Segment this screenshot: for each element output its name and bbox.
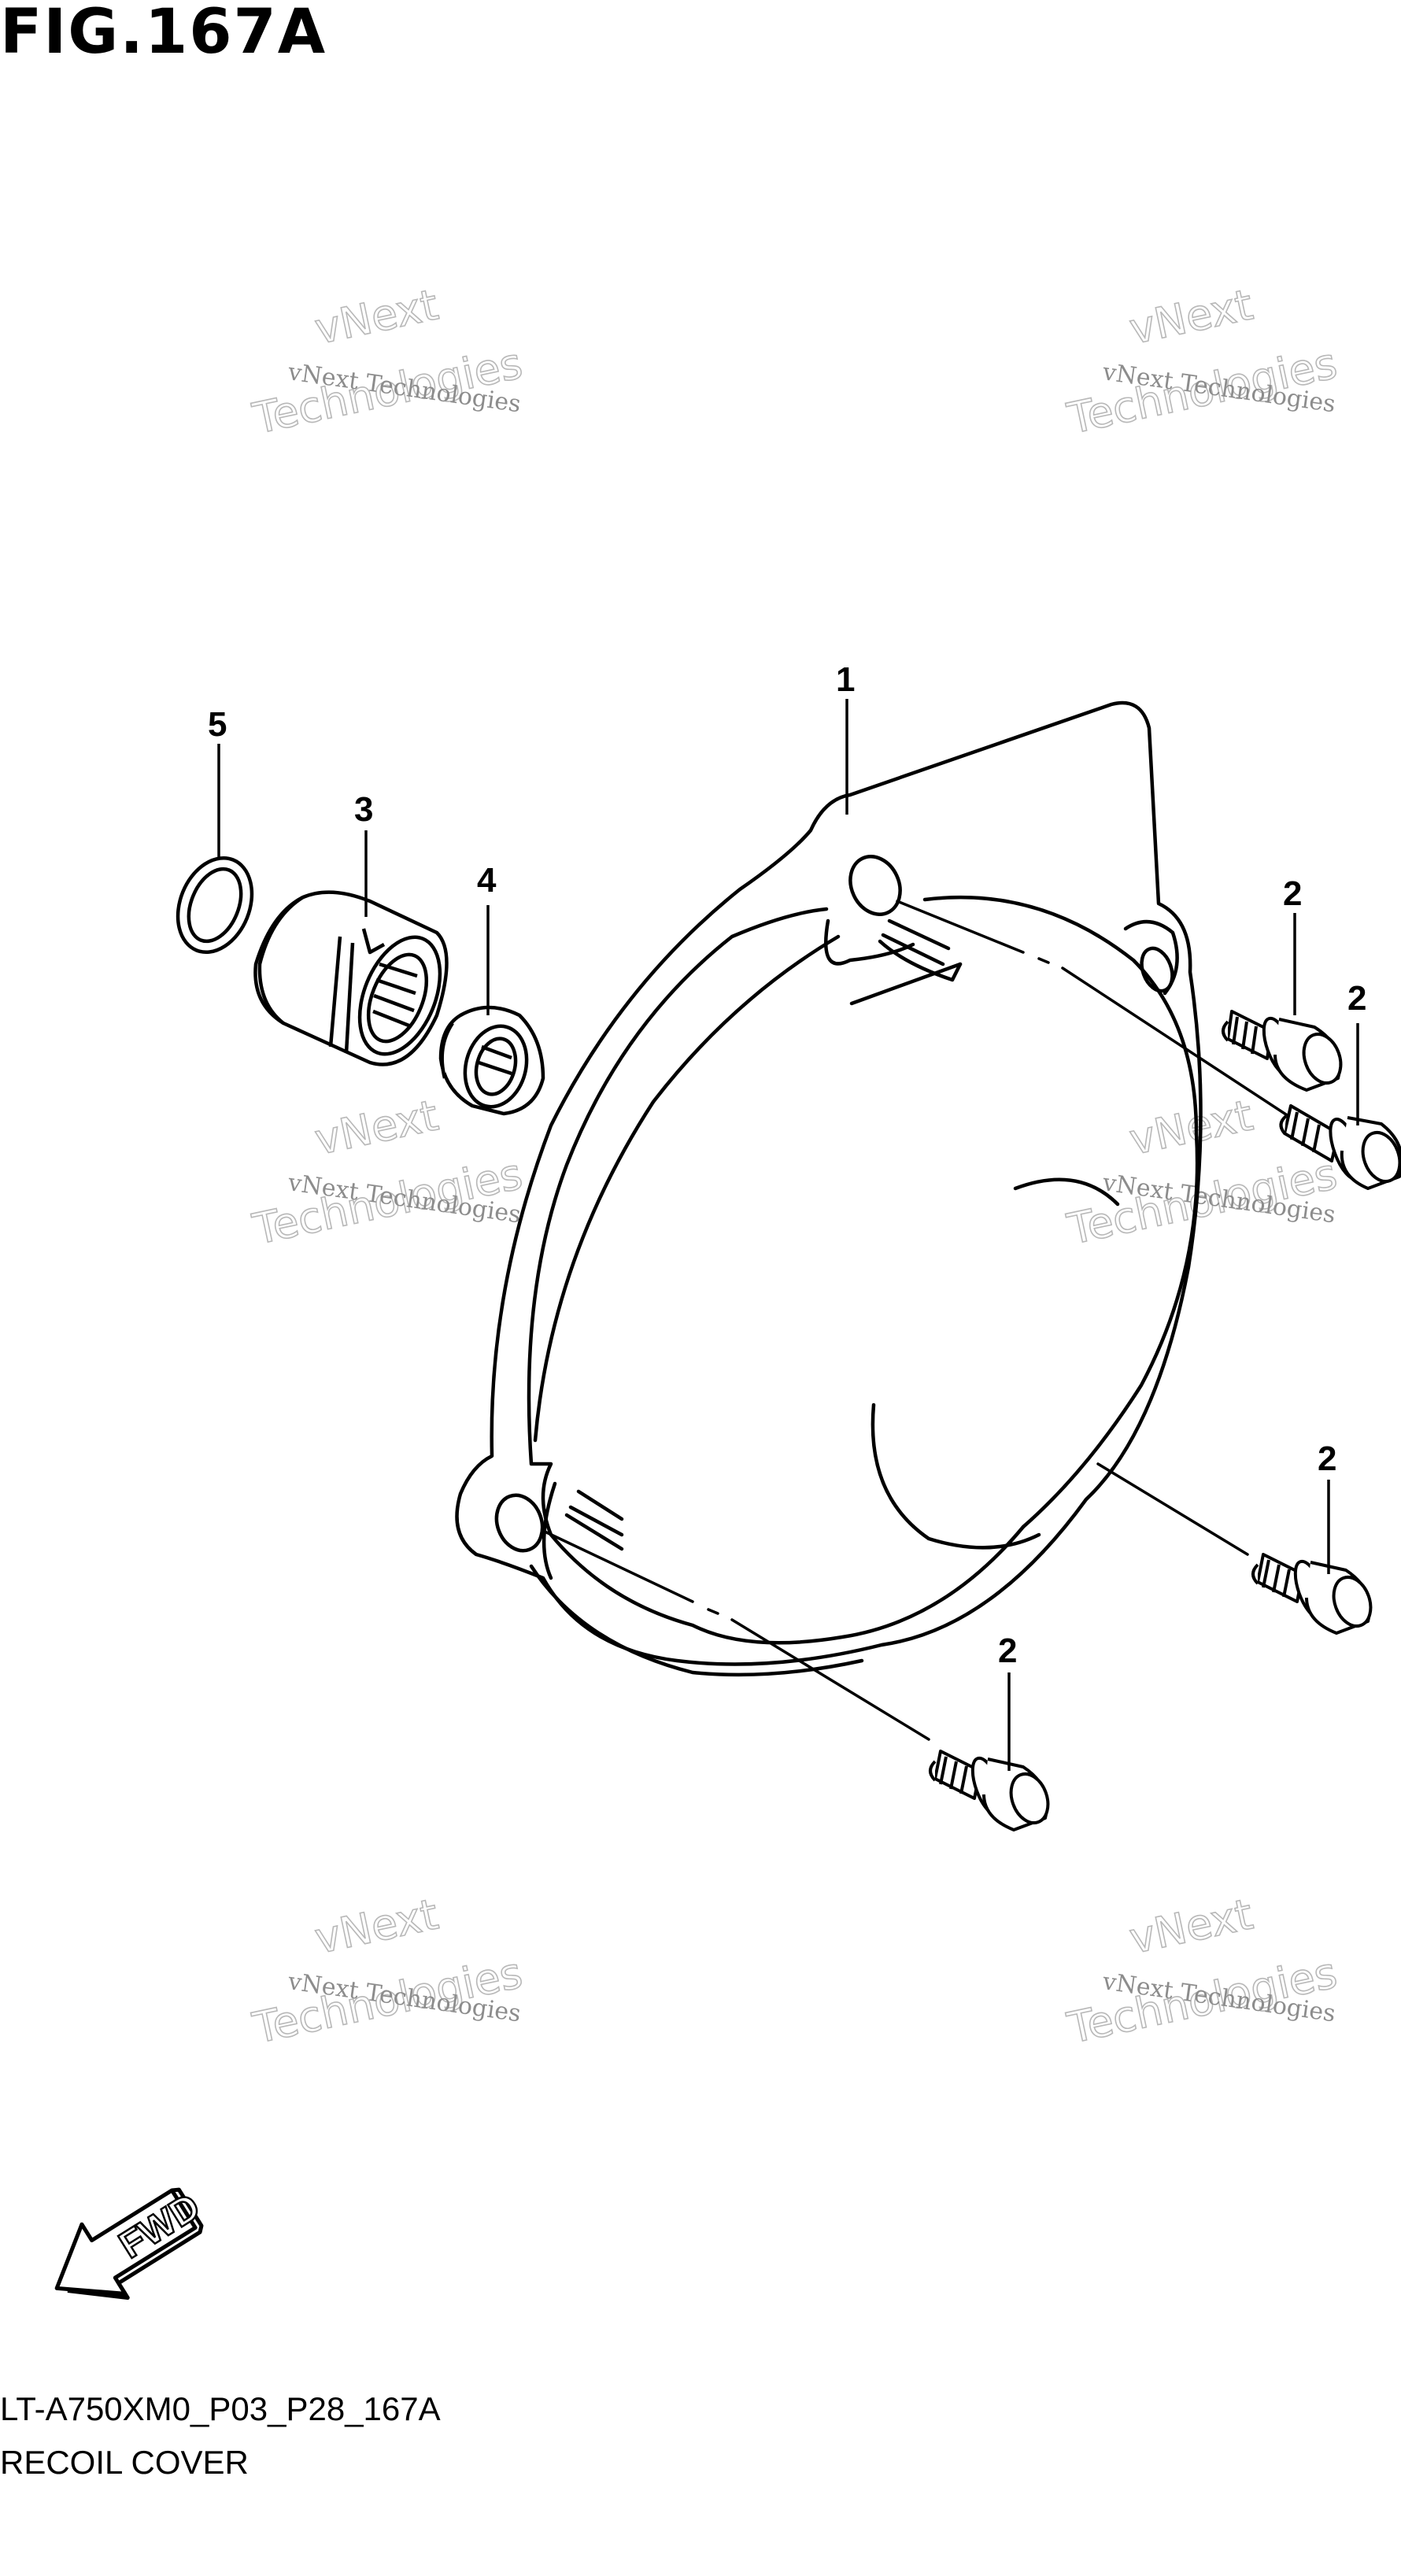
bushing-part xyxy=(253,890,449,1066)
callout-4-nut: 4 xyxy=(477,861,497,900)
callout-3-bushing: 3 xyxy=(354,790,373,829)
o-ring-part xyxy=(176,856,254,955)
flange-bolt-upper xyxy=(1222,1010,1343,1092)
diagram-code: LT-A750XM0_P03_P28_167A xyxy=(0,2390,441,2427)
callout-2-bolt-upper: 2 xyxy=(1283,874,1302,913)
watermark-word-vnext: vNext xyxy=(311,279,442,353)
watermark-word-vnext: vNext xyxy=(1126,279,1257,353)
callout-5-o-ring: 5 xyxy=(208,705,227,744)
watermark-top-right: vNext Technologies xyxy=(1063,279,1342,445)
watermark-word-vnext: vNext xyxy=(311,1090,442,1164)
diagram-name: RECOIL COVER xyxy=(0,2444,249,2481)
watermark-word-vnext: vNext xyxy=(311,1889,442,1963)
nut-part xyxy=(438,1005,545,1116)
alignment-lines xyxy=(542,900,1292,1741)
callout-2-bolt-long: 2 xyxy=(1347,979,1366,1018)
figure-title: FIG.167A xyxy=(0,0,327,68)
watermark-word-vnext: vNext xyxy=(1126,1090,1257,1164)
flange-bolt-long xyxy=(1279,1104,1401,1190)
watermark-top-left: vNext Technologies xyxy=(248,279,527,445)
watermark-word-vnext: vNext xyxy=(1126,1889,1257,1963)
watermark-bottom-left: vNext Technologies xyxy=(248,1889,527,2054)
watermark-bottom-right: vNext Technologies xyxy=(1063,1889,1342,2054)
fwd-direction-arrow: FWD xyxy=(54,2185,209,2300)
flange-bolt-bottom xyxy=(929,1750,1050,1831)
recoil-cover-part xyxy=(455,700,1203,1677)
callout-1-cover: 1 xyxy=(836,660,855,699)
callout-2-bolt-bottom: 2 xyxy=(998,1632,1017,1670)
callout-2-bolt-right: 2 xyxy=(1318,1440,1336,1478)
flange-bolt-right-lower xyxy=(1251,1553,1373,1635)
callout-leaders xyxy=(217,699,1359,1771)
